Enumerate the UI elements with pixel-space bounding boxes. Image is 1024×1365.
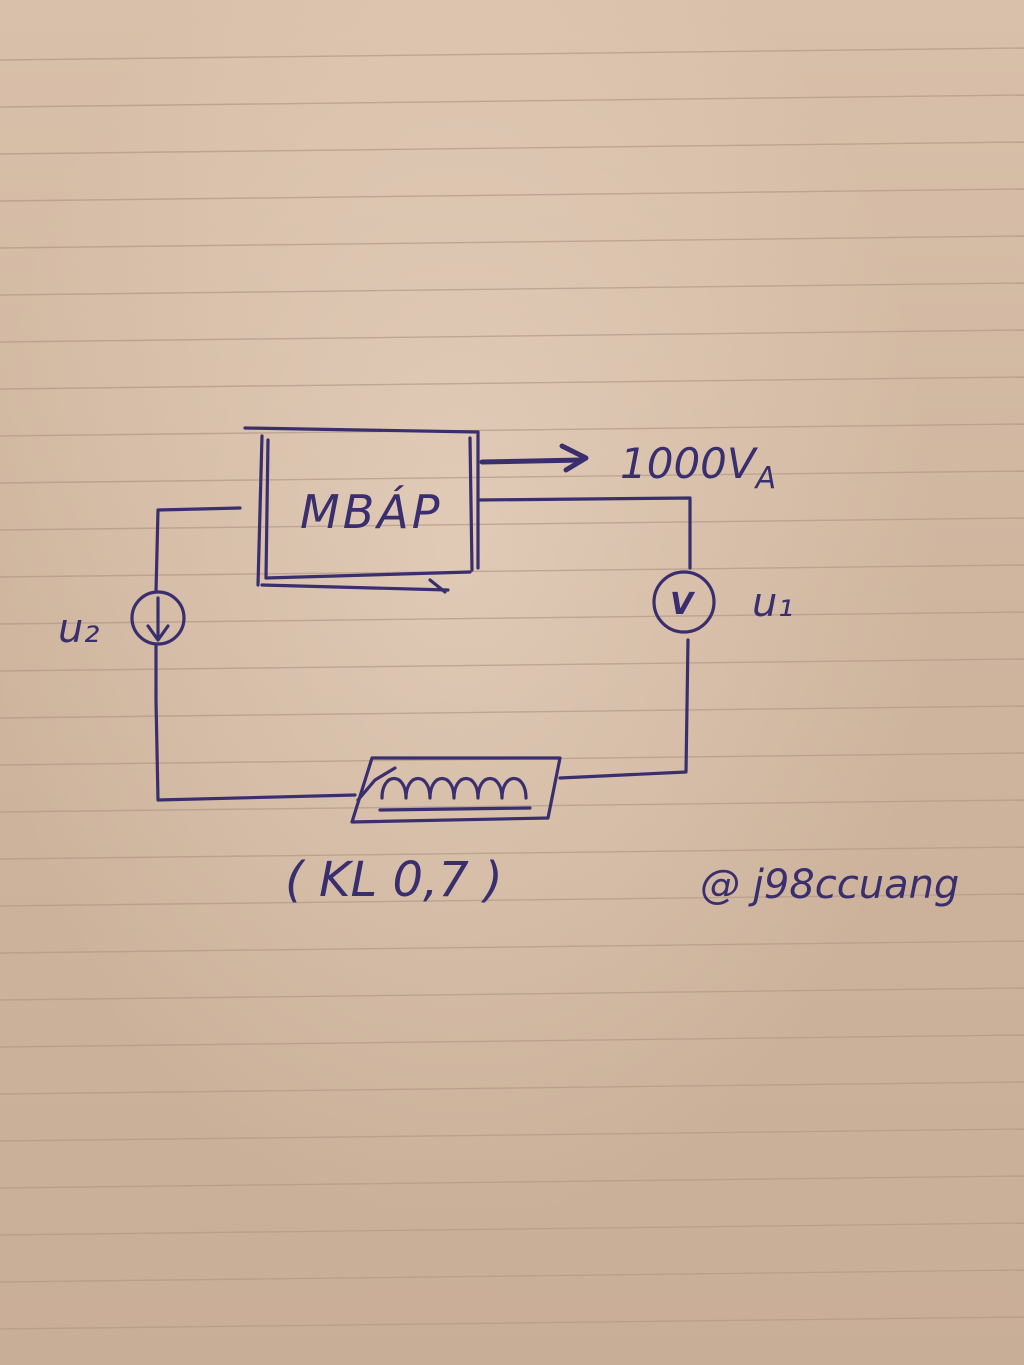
ruled-line (0, 282, 1024, 296)
arrow-right-icon (479, 443, 589, 473)
coil-inductor (350, 756, 562, 824)
ruled-line (0, 94, 1024, 108)
u2-label: u₂ (58, 606, 99, 652)
ruled-line (0, 470, 1024, 484)
ruled-line (0, 1128, 1024, 1142)
ruled-line (0, 1081, 1024, 1095)
transformer-label: MBÁP (300, 485, 442, 539)
power-rating-sub: A (754, 461, 777, 496)
voltmeter (652, 570, 716, 634)
ruled-line (0, 846, 1024, 860)
power-rating: 1000VA (620, 439, 776, 496)
ruled-line (0, 1175, 1024, 1189)
current-source-u2 (130, 590, 186, 646)
coil-label: ( KL 0,7 ) (285, 852, 503, 908)
ruled-line (0, 893, 1024, 907)
ruled-line (0, 329, 1024, 343)
u1-label: u₁ (752, 580, 793, 626)
power-rating-main: 1000V (620, 439, 759, 488)
ruled-line (0, 611, 1024, 625)
ruled-line (0, 1034, 1024, 1048)
ruled-line (0, 705, 1024, 719)
ruled-line (0, 987, 1024, 1001)
ruled-line (0, 940, 1024, 954)
ruled-line (0, 141, 1024, 155)
ruled-line (0, 235, 1024, 249)
circuit-wires (154, 496, 692, 802)
ruled-line (0, 376, 1024, 390)
ruled-line (0, 423, 1024, 437)
ruled-line (0, 517, 1024, 531)
ruled-line (0, 1269, 1024, 1283)
voltmeter-symbol: V (670, 587, 696, 622)
ruled-line (0, 47, 1024, 61)
ruled-line (0, 658, 1024, 672)
ruled-line (0, 799, 1024, 813)
ruled-line (0, 564, 1024, 578)
ruled-line (0, 188, 1024, 202)
author-watermark: @ j98ccuang (700, 862, 959, 908)
ruled-line (0, 1316, 1024, 1330)
ruled-line (0, 1222, 1024, 1236)
